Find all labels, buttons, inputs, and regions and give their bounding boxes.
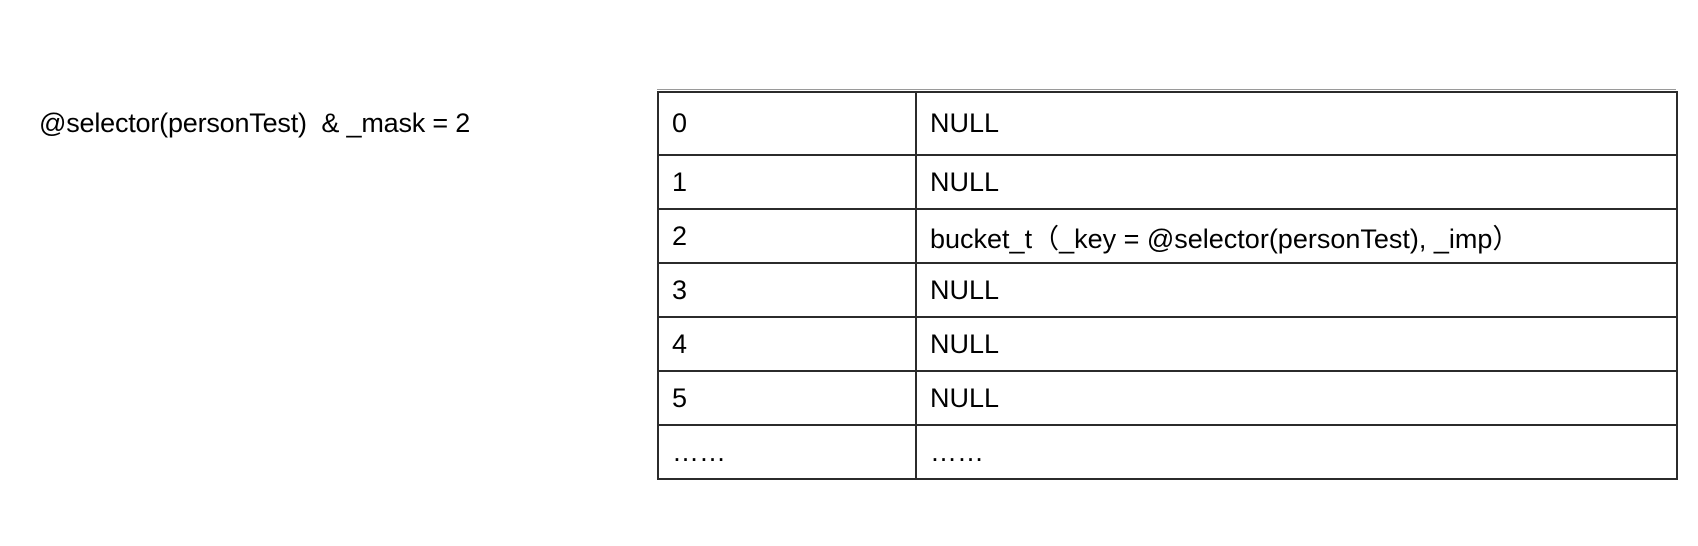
bucket-value: …… xyxy=(915,424,1678,480)
bucket-value: NULL xyxy=(915,154,1678,210)
bucket-value: NULL xyxy=(915,262,1678,318)
bucket-value: NULL xyxy=(915,370,1678,426)
table-row: 0 NULL xyxy=(657,91,1678,156)
bucket-index: 2 xyxy=(657,208,917,264)
bucket-value: bucket_t（_key = @selector(personTest), _… xyxy=(915,208,1678,264)
table-row: 3 NULL xyxy=(657,262,1678,318)
bucket-index: 3 xyxy=(657,262,917,318)
bucket-index: 4 xyxy=(657,316,917,372)
bucket-table: 0 NULL 1 NULL 2 bucket_t（_key = @selecto… xyxy=(657,91,1678,480)
bucket-index: 1 xyxy=(657,154,917,210)
table-row: …… …… xyxy=(657,424,1678,480)
table-row: 2 bucket_t（_key = @selector(personTest),… xyxy=(657,208,1678,264)
table-row: 4 NULL xyxy=(657,316,1678,372)
bucket-value: NULL xyxy=(915,91,1678,156)
table-row: 5 NULL xyxy=(657,370,1678,426)
table-row: 1 NULL xyxy=(657,154,1678,210)
table-top-rule xyxy=(657,89,1676,90)
mask-expression: @selector(personTest) & _mask = 2 xyxy=(39,108,471,138)
bucket-index: 5 xyxy=(657,370,917,426)
bucket-value: NULL xyxy=(915,316,1678,372)
bucket-index: …… xyxy=(657,424,917,480)
bucket-index: 0 xyxy=(657,91,917,156)
